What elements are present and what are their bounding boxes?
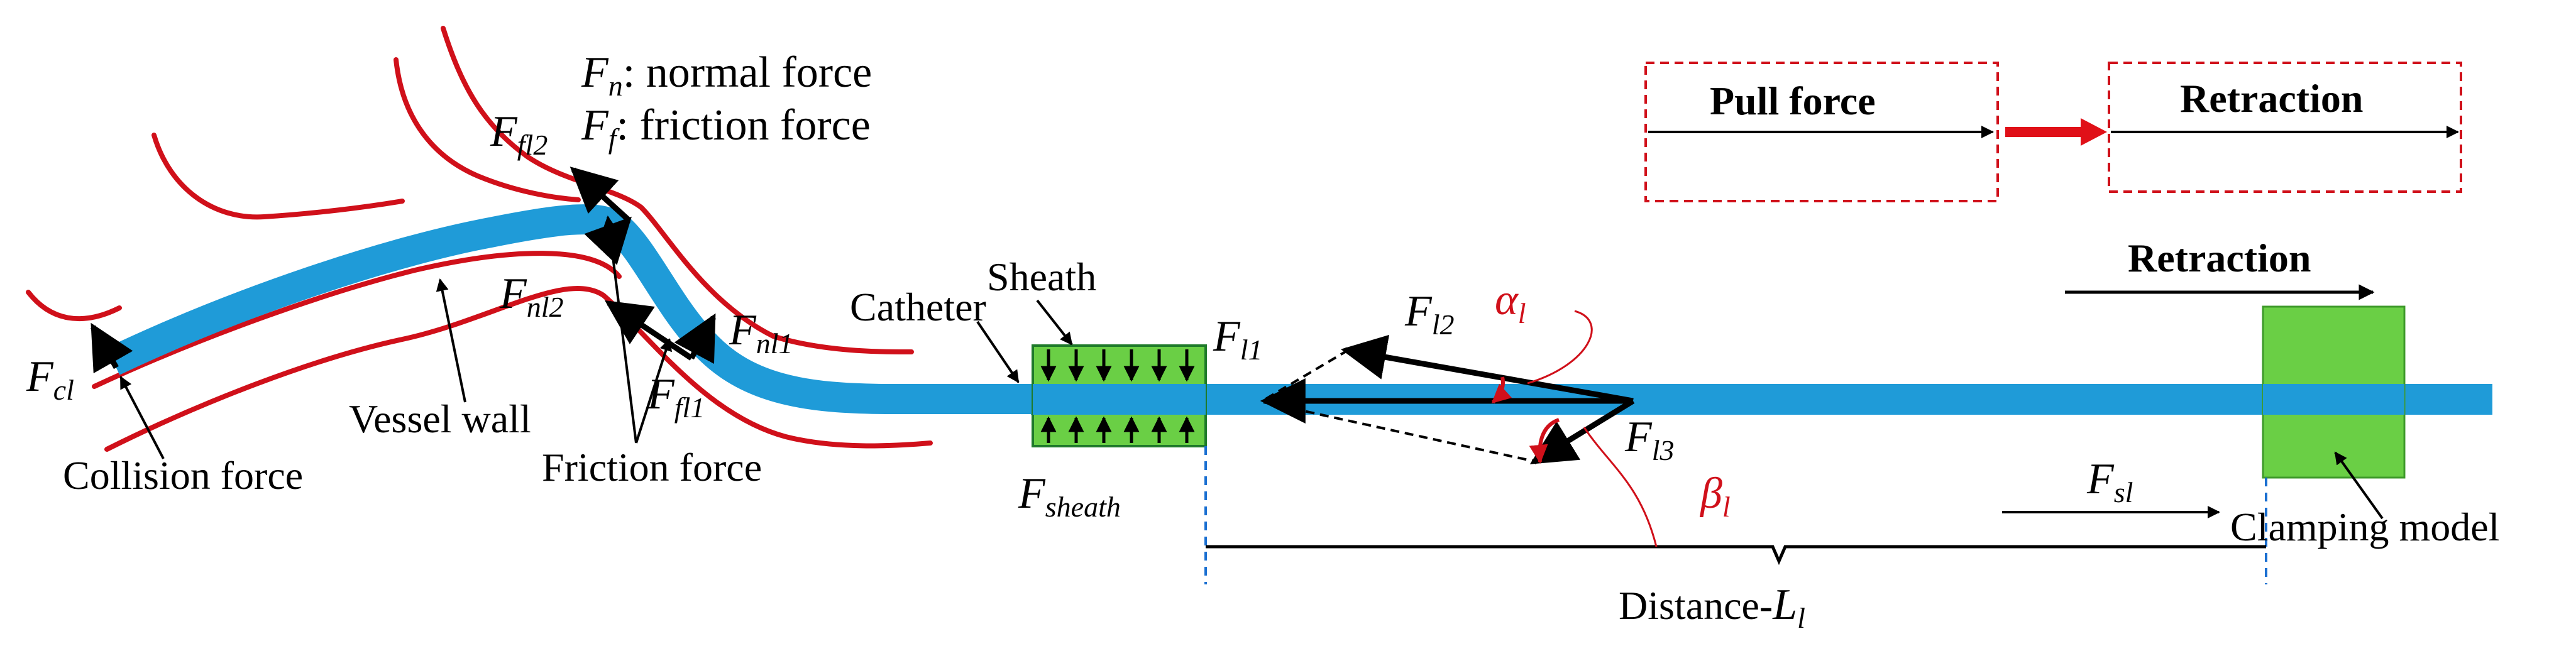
pull-force-box <box>1644 62 1999 202</box>
vessel-wall-lower <box>104 286 933 452</box>
sheath-label: Sheath <box>987 254 1096 299</box>
process-flow <box>1644 62 2462 202</box>
fcl-label: Fcl <box>26 353 74 406</box>
clamping-model-pointer <box>2334 451 2384 520</box>
legend-normal-force: Fn: normal force <box>581 48 872 102</box>
pull-force-label: Pull force <box>1710 79 1876 123</box>
fl3-label: Fl3 <box>1624 413 1675 466</box>
legend-friction-force: Ff: friction force <box>581 101 871 155</box>
vessel-wall-branch-outer <box>441 26 914 354</box>
fsl-label: Fsl <box>2086 455 2133 508</box>
sheath <box>1032 344 1207 447</box>
friction-force-pointer-2 <box>635 338 673 444</box>
fl1-label: Fl1 <box>1213 312 1263 366</box>
dashed-guide-upper <box>1262 349 1350 402</box>
beta-leader <box>1583 427 1658 547</box>
alpha-leader <box>1527 310 1593 385</box>
vessel-forces <box>91 167 716 374</box>
vessel-walls <box>26 26 933 452</box>
vessel-wall-branch-1 <box>394 57 581 202</box>
ffl2-label: Ffl2 <box>490 107 548 161</box>
fsheath-label: Fsheath <box>1018 469 1121 523</box>
fnl1-vector <box>674 313 716 364</box>
vessel-wall-label: Vessel wall <box>349 397 531 441</box>
fl2-vector <box>1340 334 1634 404</box>
sheath-pointer <box>1036 299 1073 346</box>
force-vectors <box>1260 334 1635 464</box>
sheath-catheter-pass <box>1033 384 1206 415</box>
vessel-wall-branch-2 <box>151 133 405 220</box>
angle-markers <box>1491 310 1658 547</box>
retraction-box <box>2108 62 2462 193</box>
distance-bracket <box>1206 545 2266 566</box>
beta-label: βl <box>1699 469 1731 523</box>
alpha-arc <box>1491 376 1512 404</box>
collision-force-pointer <box>119 376 165 459</box>
beta-arc <box>1529 418 1560 464</box>
collision-force-label: Collision force <box>63 453 303 498</box>
catheter-label: Catheter <box>850 285 986 329</box>
catheter-pointer <box>976 320 1020 383</box>
dashed-guide-lower <box>1263 401 1538 463</box>
label-pointers <box>119 216 2384 520</box>
alpha-label: αl <box>1495 276 1526 329</box>
fnl1-label: Fnl1 <box>729 306 793 359</box>
vessel-wall-branch-3 <box>26 290 122 322</box>
retraction-box-label: Retraction <box>2180 76 2363 121</box>
fcl-vector <box>91 322 133 374</box>
right-arrow-icon-head <box>2081 118 2107 146</box>
fnl2-vector <box>584 216 632 265</box>
distance-label: Distance-Ll <box>1619 581 1805 634</box>
vessel-wall-upper-main <box>92 251 622 389</box>
ffl2-vector <box>570 167 631 222</box>
fl2-label: Fl2 <box>1404 287 1455 341</box>
clamping-model-label: Clamping model <box>2230 505 2499 549</box>
fnl2-label: Fnl2 <box>499 270 564 323</box>
friction-force-pointer-1 <box>603 216 637 444</box>
fl3-vector <box>1529 398 1635 464</box>
ffl1-label: Ffl1 <box>647 370 705 424</box>
retraction-label: Retraction <box>2128 236 2311 280</box>
vessel-wall-pointer <box>436 278 466 403</box>
clamping-catheter-pass <box>2263 384 2404 415</box>
sheath-force-arrows <box>1040 349 1195 443</box>
friction-force-label: Friction force <box>542 445 762 490</box>
